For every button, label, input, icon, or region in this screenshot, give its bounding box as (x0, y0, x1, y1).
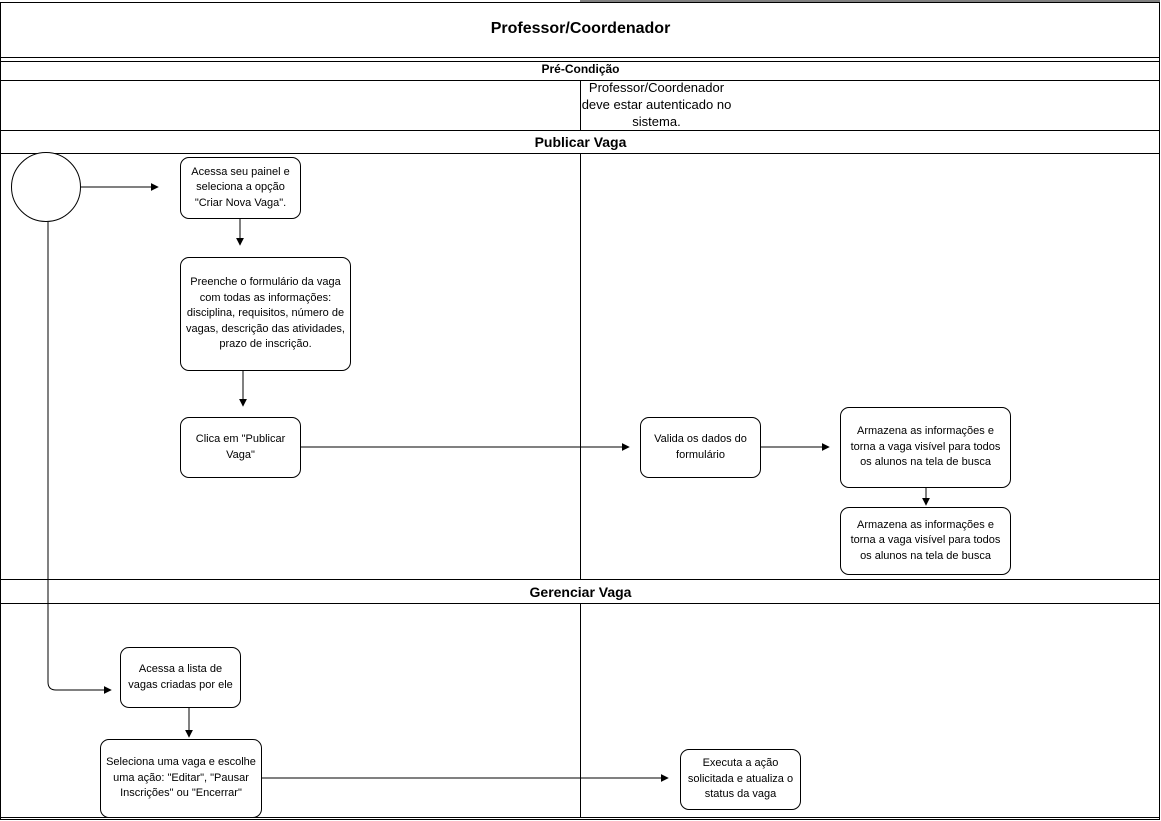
arrow-start-to-access-list (47, 222, 112, 694)
step-access-panel: Acessa seu painel e seleciona a opção "C… (180, 157, 301, 219)
start-node (11, 152, 81, 222)
step-select-action: Seleciona uma vaga e escolhe uma ação: "… (100, 739, 262, 818)
step-access-list: Acessa a lista de vagas criadas por ele (120, 647, 241, 708)
step-fill-form: Preenche o formulário da vaga com todas … (180, 257, 351, 371)
manage-section-title: Gerenciar Vaga (529, 584, 632, 600)
step-execute: Executa a ação solicitada e atualiza o s… (680, 749, 801, 810)
step-click-publish: Clica em "Publicar Vaga" (180, 417, 301, 478)
step-store-2: Armazena as informações e torna a vaga v… (840, 507, 1011, 575)
step-validate: Valida os dados do formulário (640, 417, 761, 478)
precondition-text: Professor/Coordenador deve estar autenti… (581, 80, 732, 129)
publish-section-title: Publicar Vaga (534, 134, 627, 150)
step-store-1: Armazena as informações e torna a vaga v… (840, 407, 1011, 488)
diagram-title: Professor/Coordenador (490, 20, 671, 37)
precondition-label: Pré-Condição (541, 62, 620, 76)
